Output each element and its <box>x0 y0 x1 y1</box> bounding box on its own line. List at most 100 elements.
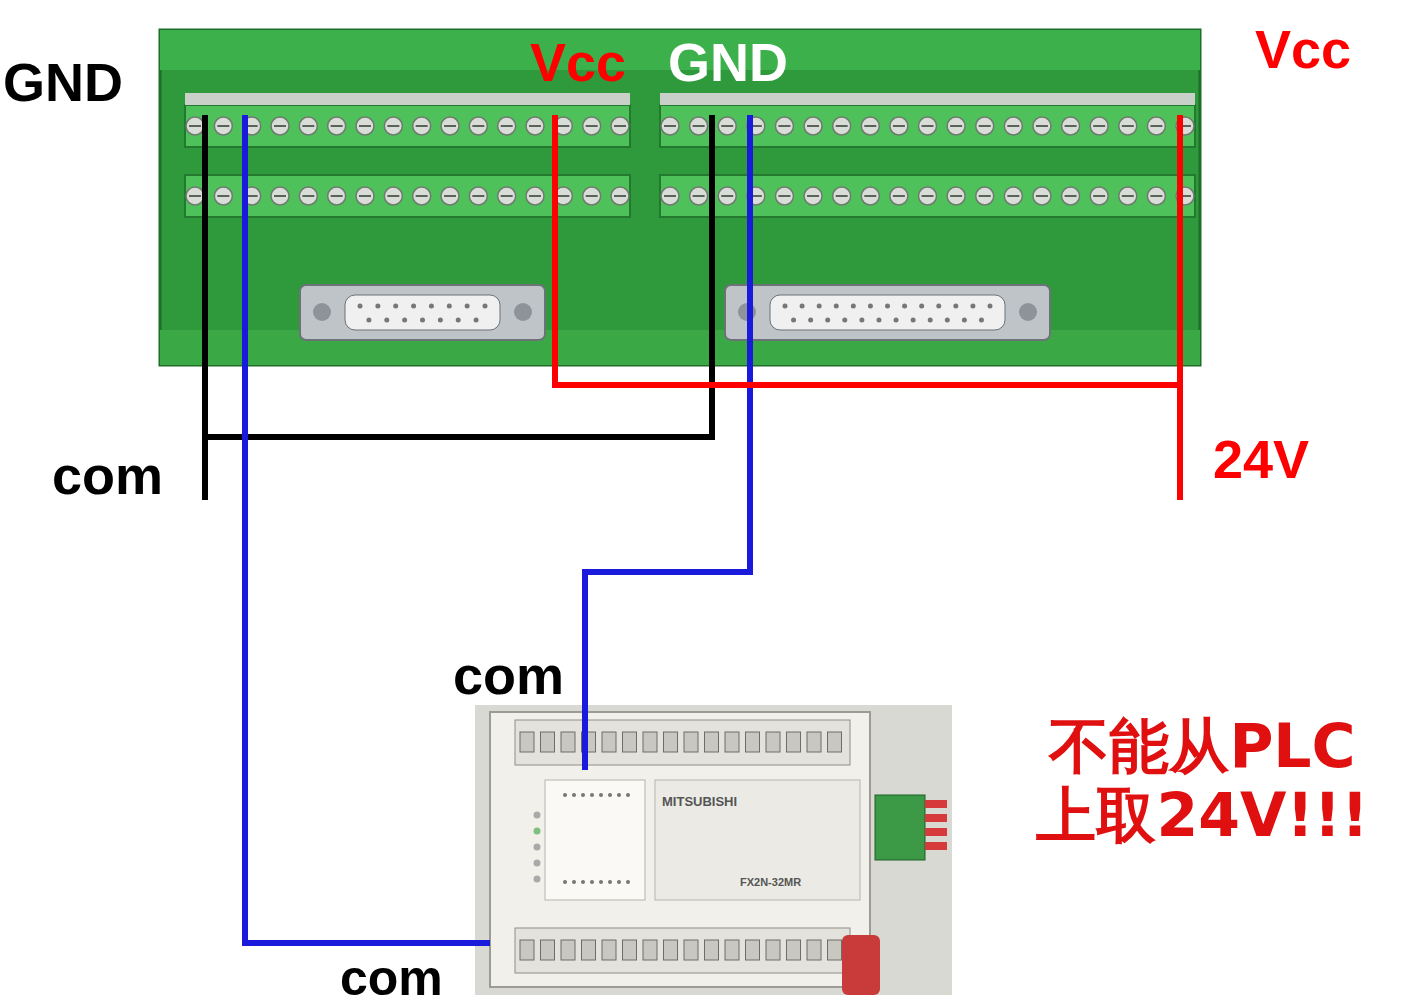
dsub-pin <box>919 304 924 309</box>
status-led <box>534 860 541 867</box>
screw-slot <box>664 125 676 127</box>
terminal-screw <box>690 117 708 135</box>
plc-cover <box>655 780 860 900</box>
status-led <box>534 828 541 835</box>
terminal-screw <box>1090 117 1108 135</box>
terminal-screw <box>890 187 908 205</box>
wires <box>205 115 1180 943</box>
terminal-screw <box>976 187 994 205</box>
screw-slot <box>472 195 484 197</box>
terminal-screw <box>947 117 965 135</box>
screw-slot <box>1007 195 1019 197</box>
plc-terminal <box>725 940 739 960</box>
screw-slot <box>807 125 819 127</box>
screw-slot <box>664 195 676 197</box>
voltage-label: 24V <box>1213 432 1309 486</box>
terminal-block <box>185 175 630 217</box>
dsub-pin <box>375 304 380 309</box>
terminal-screw <box>356 117 374 135</box>
board-pcb <box>160 30 1200 365</box>
plc-body <box>490 712 870 987</box>
signal-name: com <box>52 448 163 502</box>
screw-slot <box>1007 125 1019 127</box>
terminal-screw <box>526 187 544 205</box>
screw-slot <box>331 125 343 127</box>
dsub-pin <box>366 318 371 323</box>
terminal-screw <box>611 117 629 135</box>
terminal-block <box>660 175 1195 217</box>
dsub-screw <box>313 303 331 321</box>
io-led <box>572 880 576 884</box>
terminal-screw <box>583 187 601 205</box>
dsub-pin <box>456 318 461 323</box>
screw-slot <box>893 195 905 197</box>
screw-slot <box>1122 125 1134 127</box>
terminal-screw <box>441 187 459 205</box>
dsub-pin <box>474 318 479 323</box>
plc-terminal <box>541 732 555 752</box>
dsub-face <box>345 295 500 330</box>
screw-slot <box>922 195 934 197</box>
terminal-screw <box>384 187 402 205</box>
screw-slot <box>217 195 229 197</box>
plc-terminal <box>766 732 780 752</box>
terminal-screw <box>661 187 679 205</box>
terminal-screw <box>1062 187 1080 205</box>
terminal-screw <box>611 187 629 205</box>
terminal-screw <box>804 117 822 135</box>
screw-slot <box>387 195 399 197</box>
plc-terminal <box>643 940 657 960</box>
terminal-screw <box>583 117 601 135</box>
status-led <box>534 812 541 819</box>
plc-terminal <box>623 732 637 752</box>
screw-slot <box>189 195 201 197</box>
dsub-pin <box>979 318 984 323</box>
dsub-pin <box>817 304 822 309</box>
screw-slot <box>359 125 371 127</box>
dsub-pin <box>902 304 907 309</box>
screw-slot <box>893 125 905 127</box>
terminal-screw <box>775 187 793 205</box>
wire <box>585 115 750 770</box>
plc-terminal <box>582 940 596 960</box>
terminal-screw <box>271 187 289 205</box>
plc-terminal <box>705 732 719 752</box>
terminal-board <box>160 30 1200 365</box>
screw-slot <box>359 195 371 197</box>
plc-terminal-row <box>515 928 850 973</box>
terminal-screw <box>1062 117 1080 135</box>
dsub-pin <box>842 318 847 323</box>
terminal-screw <box>1119 117 1137 135</box>
dsub-pin <box>420 318 425 323</box>
screw-slot <box>529 195 541 197</box>
brand-name: MITSUBISHI <box>662 795 737 808</box>
dsub-pin <box>945 318 950 323</box>
terminal-screw <box>947 187 965 205</box>
screw-slot <box>217 125 229 127</box>
terminal-screw <box>1004 187 1022 205</box>
plc-terminal <box>746 732 760 752</box>
wire <box>245 115 490 943</box>
screw-slot <box>807 195 819 197</box>
terminal-screw <box>413 187 431 205</box>
screw-slot <box>1065 195 1077 197</box>
screw-slot <box>416 195 428 197</box>
terminal-screw <box>498 187 516 205</box>
io-led <box>581 880 585 884</box>
screw-slot <box>1093 125 1105 127</box>
dsub-shell <box>300 285 545 340</box>
screw-slot <box>979 195 991 197</box>
screw-slot <box>557 195 569 197</box>
terminal-screw <box>833 187 851 205</box>
plc-terminal <box>561 732 575 752</box>
screw-slot <box>387 125 399 127</box>
dsub-face <box>770 295 1005 330</box>
plc-terminal <box>684 940 698 960</box>
dsub-pin <box>384 318 389 323</box>
io-led <box>608 880 612 884</box>
terminal-screw <box>214 187 232 205</box>
screw-slot <box>302 195 314 197</box>
plc-terminal <box>602 940 616 960</box>
screw-slot <box>1036 125 1048 127</box>
